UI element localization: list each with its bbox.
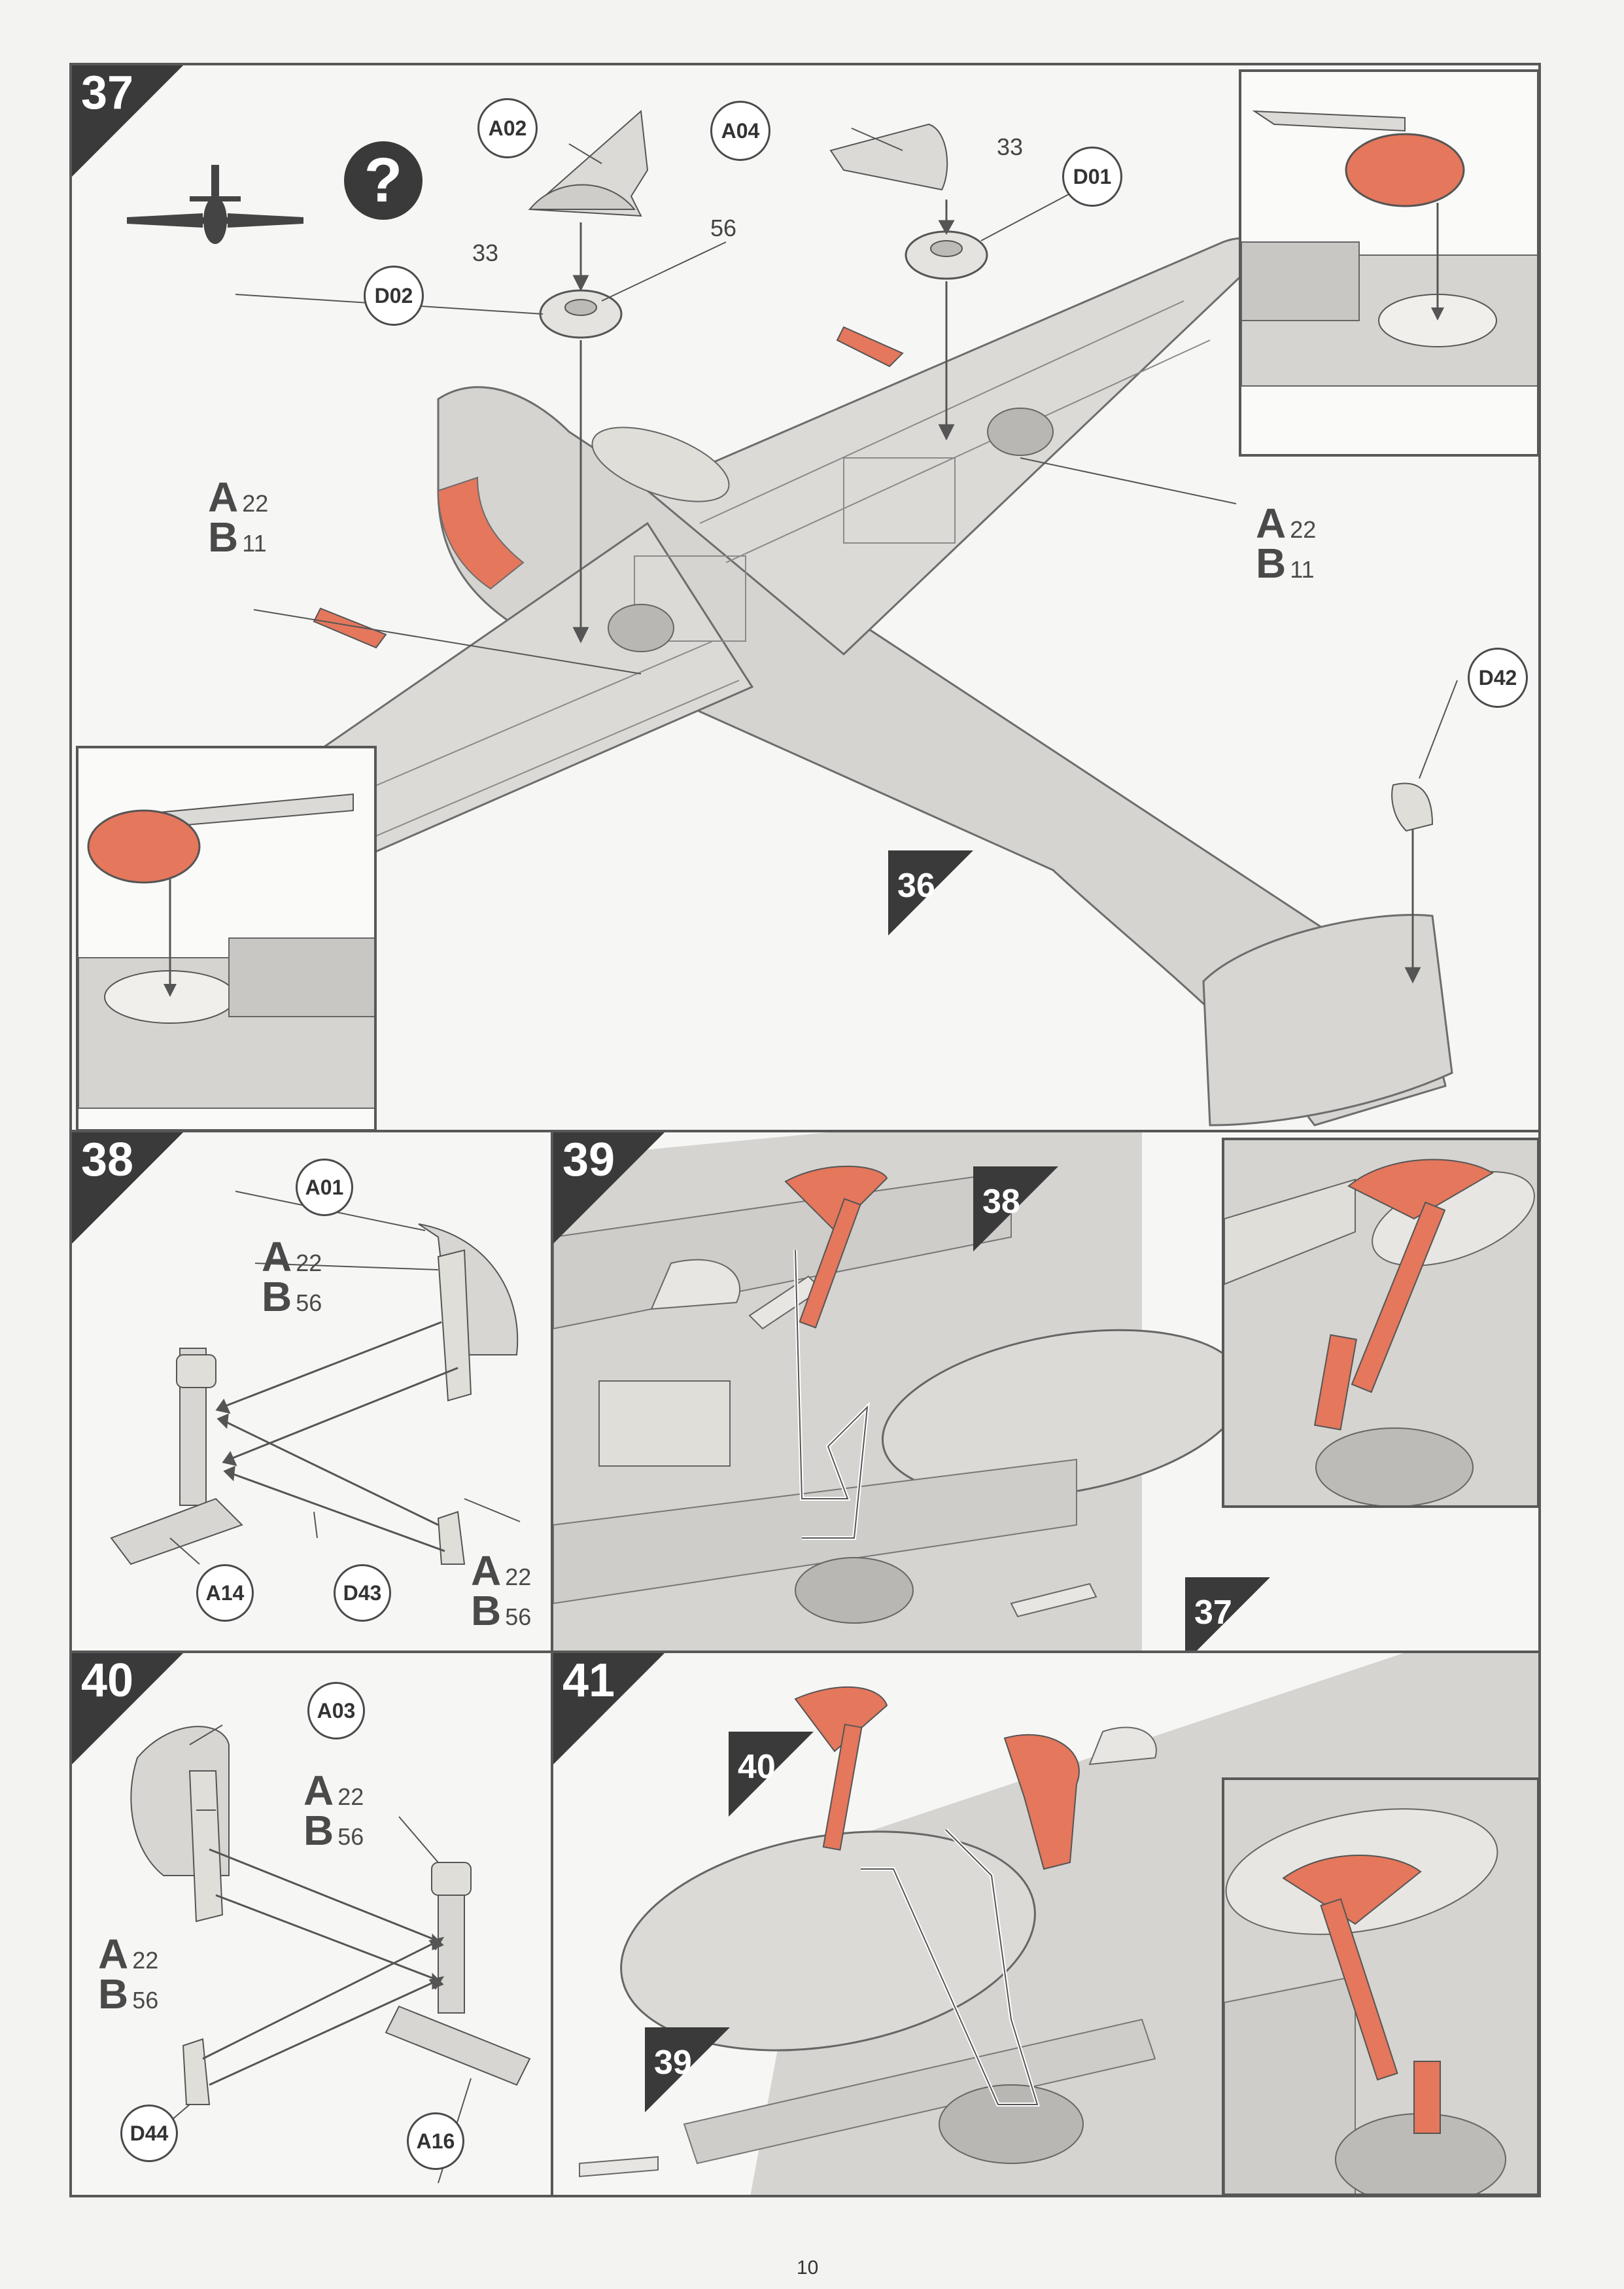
step-number-badge: 39 (553, 1132, 665, 1244)
step-number-badge: 38 (72, 1132, 183, 1244)
step-39-panel: 39 38 37 (551, 1130, 1541, 1653)
part-label-56: 56 (710, 215, 737, 241)
reference-step-badge: 36 (888, 850, 1019, 935)
part-callout-d01: D01 (1062, 147, 1122, 207)
step-number-badge: 41 (553, 1653, 665, 1764)
leg-detail-illustration (1224, 1780, 1537, 2193)
step-38-illustration (110, 1191, 521, 1565)
reference-step-number: 36 (897, 867, 935, 905)
part-callout-a01: A01 (296, 1159, 353, 1216)
part-callout-a02: A02 (477, 98, 538, 158)
part-callout-d43: D43 (334, 1564, 391, 1622)
reference-step-badge-bottom: 39 (645, 2027, 776, 2112)
step-number: 37 (81, 67, 134, 119)
step-37-illustration (127, 109, 1458, 1127)
reference-step-badge-top: 40 (729, 1732, 859, 1817)
step-number: 39 (562, 1134, 615, 1186)
part-callout-d42: D42 (1468, 648, 1528, 708)
step-number-badge: 40 (72, 1653, 183, 1764)
part-label-33-left: 33 (472, 239, 499, 266)
leg-detail-inset (1222, 1777, 1538, 2195)
question-mark-text: ? (364, 145, 403, 215)
step-number: 41 (562, 1654, 615, 1707)
reference-step-badge-top: 38 (973, 1166, 1104, 1251)
part-callout-a03: A03 (307, 1682, 365, 1739)
step-number-badge: 37 (72, 65, 183, 177)
step-41-panel: 41 40 39 (551, 1651, 1541, 2197)
step-number: 38 (81, 1134, 134, 1186)
wheel-detail-illustration (1241, 110, 1537, 387)
question-mark-icon: ? (344, 141, 423, 220)
reference-step-badge-bottom: 37 (1185, 1577, 1316, 1651)
part-label-33-right: 33 (997, 133, 1024, 160)
leg-detail-inset (1222, 1138, 1538, 1508)
part-callout-a14: A14 (196, 1564, 254, 1622)
part-callout-d02: D02 (364, 266, 424, 326)
leg-detail-illustration (1224, 1140, 1537, 1505)
step-39-illustration (553, 1132, 1246, 1651)
step-40-illustration (130, 1724, 531, 2184)
step-number: 40 (81, 1654, 134, 1707)
aircraft-silhouette-icon (127, 165, 303, 244)
wheel-detail-inset-left (76, 746, 377, 1130)
part-callout-a16: A16 (407, 2112, 464, 2170)
part-callout-d44: D44 (120, 2105, 178, 2162)
page-number: 10 (797, 2257, 819, 2279)
wheel-detail-illustration-left (78, 793, 374, 1109)
wheel-detail-inset-right (1239, 69, 1538, 457)
part-callout-a04: A04 (710, 101, 770, 161)
